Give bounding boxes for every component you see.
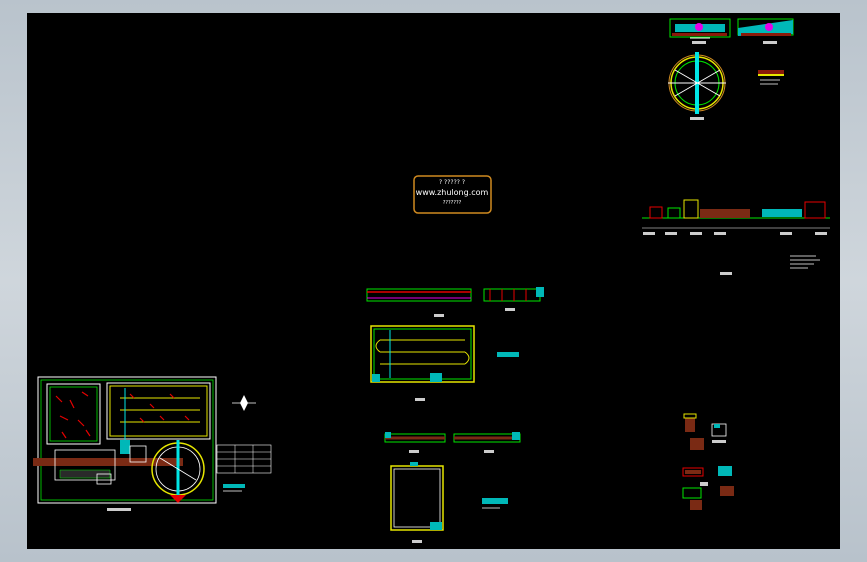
watermark-logo: ? ????? ? www.zhulong.com ??????? — [413, 175, 492, 214]
watermark-url: www.zhulong.com — [416, 188, 489, 197]
pipe-section — [384, 432, 521, 453]
detail-section-top-right — [737, 18, 794, 44]
site-plan — [33, 376, 272, 511]
watermark-top-line: ? ????? ? — [439, 179, 465, 186]
detail-section-top-left — [669, 18, 731, 44]
drawing-canvas[interactable]: ? ????? ? www.zhulong.com ??????? — [27, 13, 840, 549]
circular-tank-detail — [668, 52, 784, 120]
channel-elevation — [366, 287, 544, 317]
cad-drawing: ? ????? ? www.zhulong.com ??????? — [33, 18, 830, 543]
square-tank-plan — [390, 462, 508, 543]
small-details — [682, 413, 734, 510]
longitudinal-section — [642, 199, 830, 275]
aeration-tank-plan — [370, 325, 519, 401]
watermark-bottom-line: ??????? — [443, 200, 462, 206]
